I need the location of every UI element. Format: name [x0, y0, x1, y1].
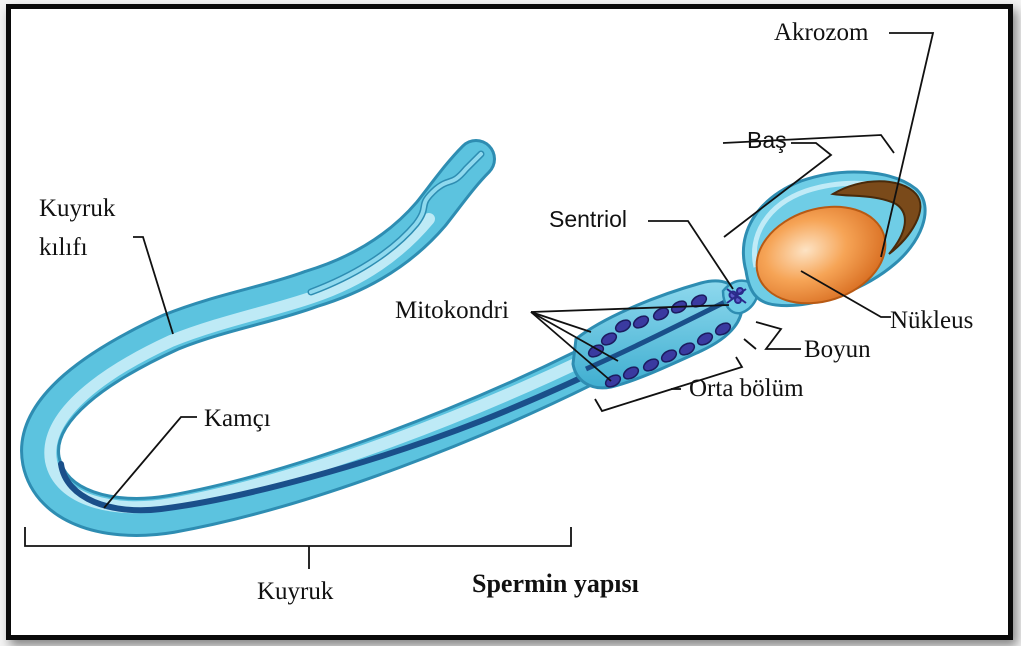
middle-piece — [573, 281, 742, 389]
label-kuyruk: Kuyruk — [257, 579, 333, 604]
figure-caption: Spermin yapısı — [472, 571, 639, 597]
sperm-diagram — [11, 9, 1008, 635]
label-boyun: Boyun — [804, 337, 871, 362]
label-bas: Baş — [747, 129, 787, 152]
label-sentriol: Sentriol — [549, 208, 627, 231]
label-mitokondri: Mitokondri — [395, 298, 509, 323]
label-akrozom: Akrozom — [774, 20, 868, 45]
head — [743, 172, 925, 319]
label-orta-bolum: Orta bölüm — [689, 376, 804, 401]
label-kamci: Kamçı — [204, 406, 271, 431]
tail-sheath-highlight — [50, 219, 586, 507]
figure-frame: Akrozom Baş Sentriol Nükleus Mitokondri … — [6, 4, 1013, 640]
label-kuyruk-kilifi-line1: Kuyruk — [39, 196, 115, 221]
label-nukleus: Nükleus — [890, 308, 973, 333]
label-kuyruk-kilifi-line2: kılıfı — [39, 235, 88, 260]
